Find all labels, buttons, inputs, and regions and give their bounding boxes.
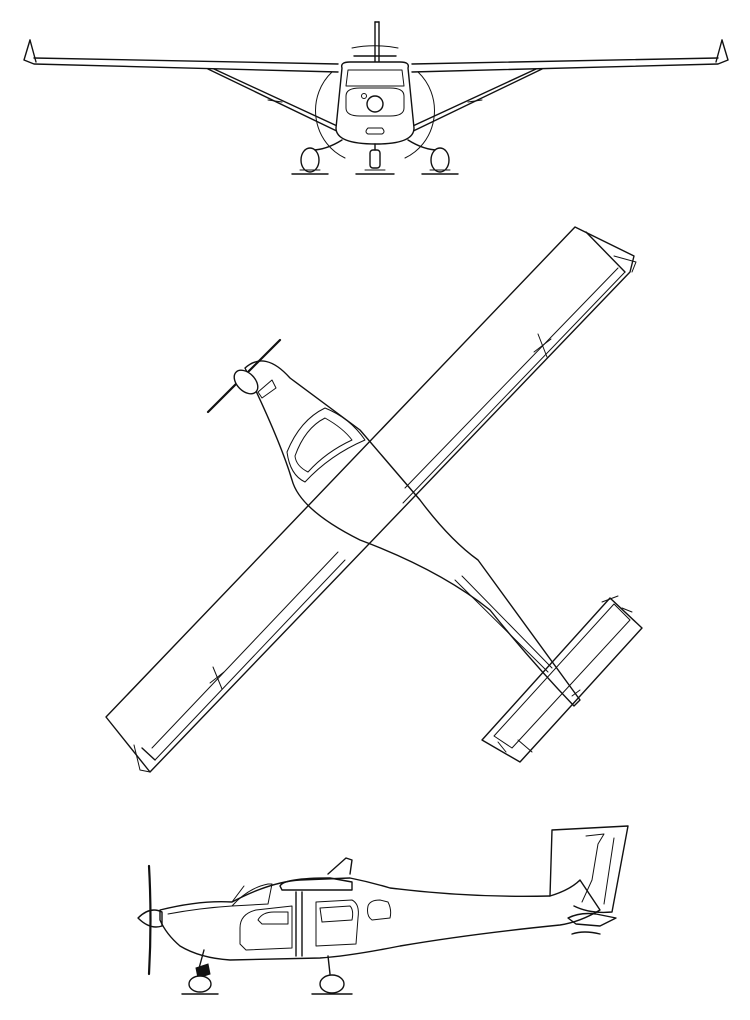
top-wing [105,226,637,773]
side-top-fin [327,857,353,875]
side-stabilizer [567,912,617,935]
top-fuselage [244,360,581,707]
side-view [137,825,629,995]
side-wing-strut [279,877,353,957]
front-wing-struts [207,68,543,136]
front-fuselage [335,61,415,145]
top-stabilizer [481,595,643,763]
front-vertical-fin [353,21,397,63]
side-windows [231,883,392,951]
side-propeller [137,864,163,976]
front-landing-gear [291,139,459,175]
side-vertical-tail [549,825,629,914]
front-left-wing [23,39,339,73]
top-view [105,226,643,773]
front-view [23,21,729,175]
top-propeller [206,338,282,414]
side-landing-gear [181,949,353,995]
front-right-wing [411,39,729,73]
